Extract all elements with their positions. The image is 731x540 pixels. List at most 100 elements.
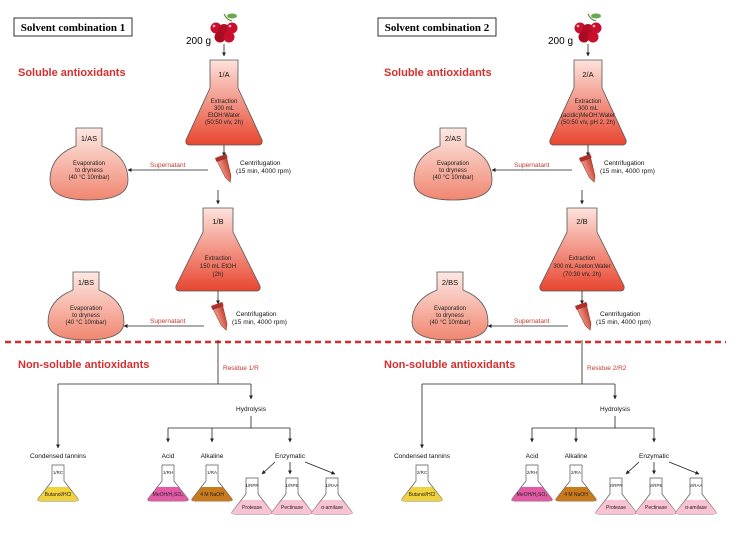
svg-text:(acidic)MeOH:Water: (acidic)MeOH:Water xyxy=(561,113,615,119)
flask-code-label: 1/RA xyxy=(207,470,217,475)
flask-code-label: 2/RPR xyxy=(609,483,623,488)
flask-meoh-h2so4: 2/RH MeOH/H₂SO₄ xyxy=(511,464,553,502)
centrifugation-label: Centrifugation xyxy=(600,311,641,318)
combination-title: Solvent combination 1 xyxy=(21,22,126,34)
flask-butanol-hcl: 1/RC Butanol/HCl xyxy=(37,464,79,502)
enzymatic-label: Enzymatic xyxy=(275,453,306,460)
supernatant-label: Supernatant xyxy=(514,318,550,325)
centrifuge-tube-icon xyxy=(211,301,228,331)
flask-code-label: 2/RPE xyxy=(649,483,662,488)
svg-text:(50:50 v/v, 2h): (50:50 v/v, 2h) xyxy=(205,120,243,126)
centrifugation-params: (15 min, 4000 rpm) xyxy=(236,168,291,175)
flask-code-label: 1/RPR xyxy=(245,483,259,488)
svg-text:300 mL: 300 mL xyxy=(214,106,235,112)
flask-reagent-label: Butanol/HCl xyxy=(45,492,72,498)
flask-reagent-label: α-amilase xyxy=(685,505,707,511)
svg-text:2/AS: 2/AS xyxy=(445,134,461,143)
flask-naoh: 2/RA 4 M NaOH xyxy=(555,464,597,502)
combination-title-box xyxy=(13,17,133,37)
centrifugation-label: Centrifugation xyxy=(604,160,645,167)
flask-2A: 2/A Extraction 300 mL (acidic)MeOH:Water… xyxy=(549,59,627,146)
flask-1A: 1/A Extraction 300 mL EtOH:Water (50:50 … xyxy=(185,59,263,146)
svg-text:to dryness: to dryness xyxy=(72,313,100,319)
supernatant-label: Supernatant xyxy=(150,162,186,169)
flask-2BS: 2/BS Evaporation to dryness (40 °C 10mba… xyxy=(411,271,489,341)
flask-reagent-label: Pectinase xyxy=(281,505,303,511)
acid-label: Acid xyxy=(162,453,175,460)
flask-code-label: 1/RC xyxy=(53,470,64,475)
centrifuge-tube-icon xyxy=(575,301,592,331)
supernatant-label: Supernatant xyxy=(150,318,186,325)
flask-code-label: 1/RAA xyxy=(325,483,338,488)
soluble-heading: Soluble antioxidants xyxy=(384,67,492,79)
svg-text:Extraction: Extraction xyxy=(205,256,232,262)
svg-text:1/BS: 1/BS xyxy=(78,278,94,287)
svg-text:(40 °C 10mbar): (40 °C 10mbar) xyxy=(68,175,109,181)
flask-reagent-label: Butanol/HCl xyxy=(409,492,436,498)
condensed-tannins-label: Condensed tannins xyxy=(30,453,87,460)
cherries-icon xyxy=(574,13,602,43)
svg-text:(40 °C 10mbar): (40 °C 10mbar) xyxy=(65,320,106,326)
svg-text:Extraction: Extraction xyxy=(569,256,596,262)
sample-mass: 200 g xyxy=(186,36,211,47)
flask-1B: 1/B Extraction 150 mL EtOH (2h) xyxy=(175,207,261,292)
svg-text:to dryness: to dryness xyxy=(75,168,103,174)
svg-text:(40 °C 10mbar): (40 °C 10mbar) xyxy=(432,175,473,181)
svg-text:Evaporation: Evaporation xyxy=(434,306,466,312)
flask-code-label: 2/RAA xyxy=(689,483,702,488)
flask-code-label: 2/RH xyxy=(527,470,537,475)
svg-text:Evaporation: Evaporation xyxy=(437,161,469,167)
svg-text:(70:30 v/v, 2h): (70:30 v/v, 2h) xyxy=(563,272,601,278)
combination-title-box xyxy=(377,17,497,37)
svg-text:to dryness: to dryness xyxy=(439,168,467,174)
centrifuge-tube-icon xyxy=(579,153,596,183)
centrifugation-label: Centrifugation xyxy=(236,311,277,318)
svg-text:(50:50 v/v, pH 2, 2h): (50:50 v/v, pH 2, 2h) xyxy=(561,120,615,126)
nonsoluble-heading: Non-soluble antioxidants xyxy=(384,359,515,371)
soluble-heading: Soluble antioxidants xyxy=(18,67,126,79)
flask-1BS: 1/BS Evaporation to dryness (40 °C 10mba… xyxy=(47,271,125,341)
svg-text:1/AS: 1/AS xyxy=(81,134,97,143)
flask-naoh: 1/RA4 M NaOH xyxy=(191,464,233,502)
svg-text:(2h): (2h) xyxy=(213,272,224,278)
svg-text:Extraction: Extraction xyxy=(211,99,238,105)
svg-text:1/B: 1/B xyxy=(212,217,223,226)
svg-text:(40 °C 10mbar): (40 °C 10mbar) xyxy=(429,320,470,326)
svg-text:Evaporation: Evaporation xyxy=(70,306,102,312)
cherries-icon xyxy=(210,13,238,43)
combination-title: Solvent combination 2 xyxy=(385,22,490,34)
svg-text:150 mL EtOH: 150 mL EtOH xyxy=(200,264,236,270)
panel-combination-2: Solvent combination 2 200 g Soluble anti… xyxy=(377,13,717,515)
flask-reagent-label: α-amilase xyxy=(321,505,343,511)
centrifugation-params: (15 min, 4000 rpm) xyxy=(600,168,655,175)
enzymatic-label: Enzymatic xyxy=(639,453,670,460)
flask-code-label: 2/RA xyxy=(571,470,581,475)
centrifugation-params: (15 min, 4000 rpm) xyxy=(232,319,287,326)
svg-text:EtOH:Water: EtOH:Water xyxy=(208,113,240,119)
flask-1AS: 1/AS Evaporation to dryness (40 °C 10mba… xyxy=(49,127,129,201)
flask-amilase: 1/RAA α-amilase xyxy=(311,477,353,515)
hydrolysis-label: Hydrolysis xyxy=(600,406,631,413)
svg-text:300 mL Aceton:Water: 300 mL Aceton:Water xyxy=(553,264,610,270)
flask-reagent-label: Pectinase xyxy=(645,505,667,511)
flask-amilase: 2/RAA α-amilase xyxy=(675,477,717,515)
centrifugation-label: Centrifugation xyxy=(240,160,281,167)
residue-label: Residue 2/R2 xyxy=(587,365,627,372)
flask-reagent-label: 4 M NaOH xyxy=(564,492,588,498)
centrifugation-params: (15 min, 4000 rpm) xyxy=(596,319,651,326)
condensed-tannins-label: Condensed tannins xyxy=(394,453,451,460)
svg-text:1/A: 1/A xyxy=(218,70,229,79)
centrifuge-tube-icon xyxy=(215,153,232,183)
flask-code-label: 1/RH xyxy=(163,470,173,475)
alkaline-label: Alkaline xyxy=(565,453,588,460)
panel-combination-1: Solvent combination 1 200 g Soluble anti… xyxy=(13,13,353,515)
hydrolysis-label: Hydrolysis xyxy=(236,406,267,413)
flask-reagent-label: MeOH/H₂SO₄ xyxy=(517,492,548,498)
flask-2AS: 2/AS Evaporation to dryness (40 °C 10mba… xyxy=(413,127,493,201)
